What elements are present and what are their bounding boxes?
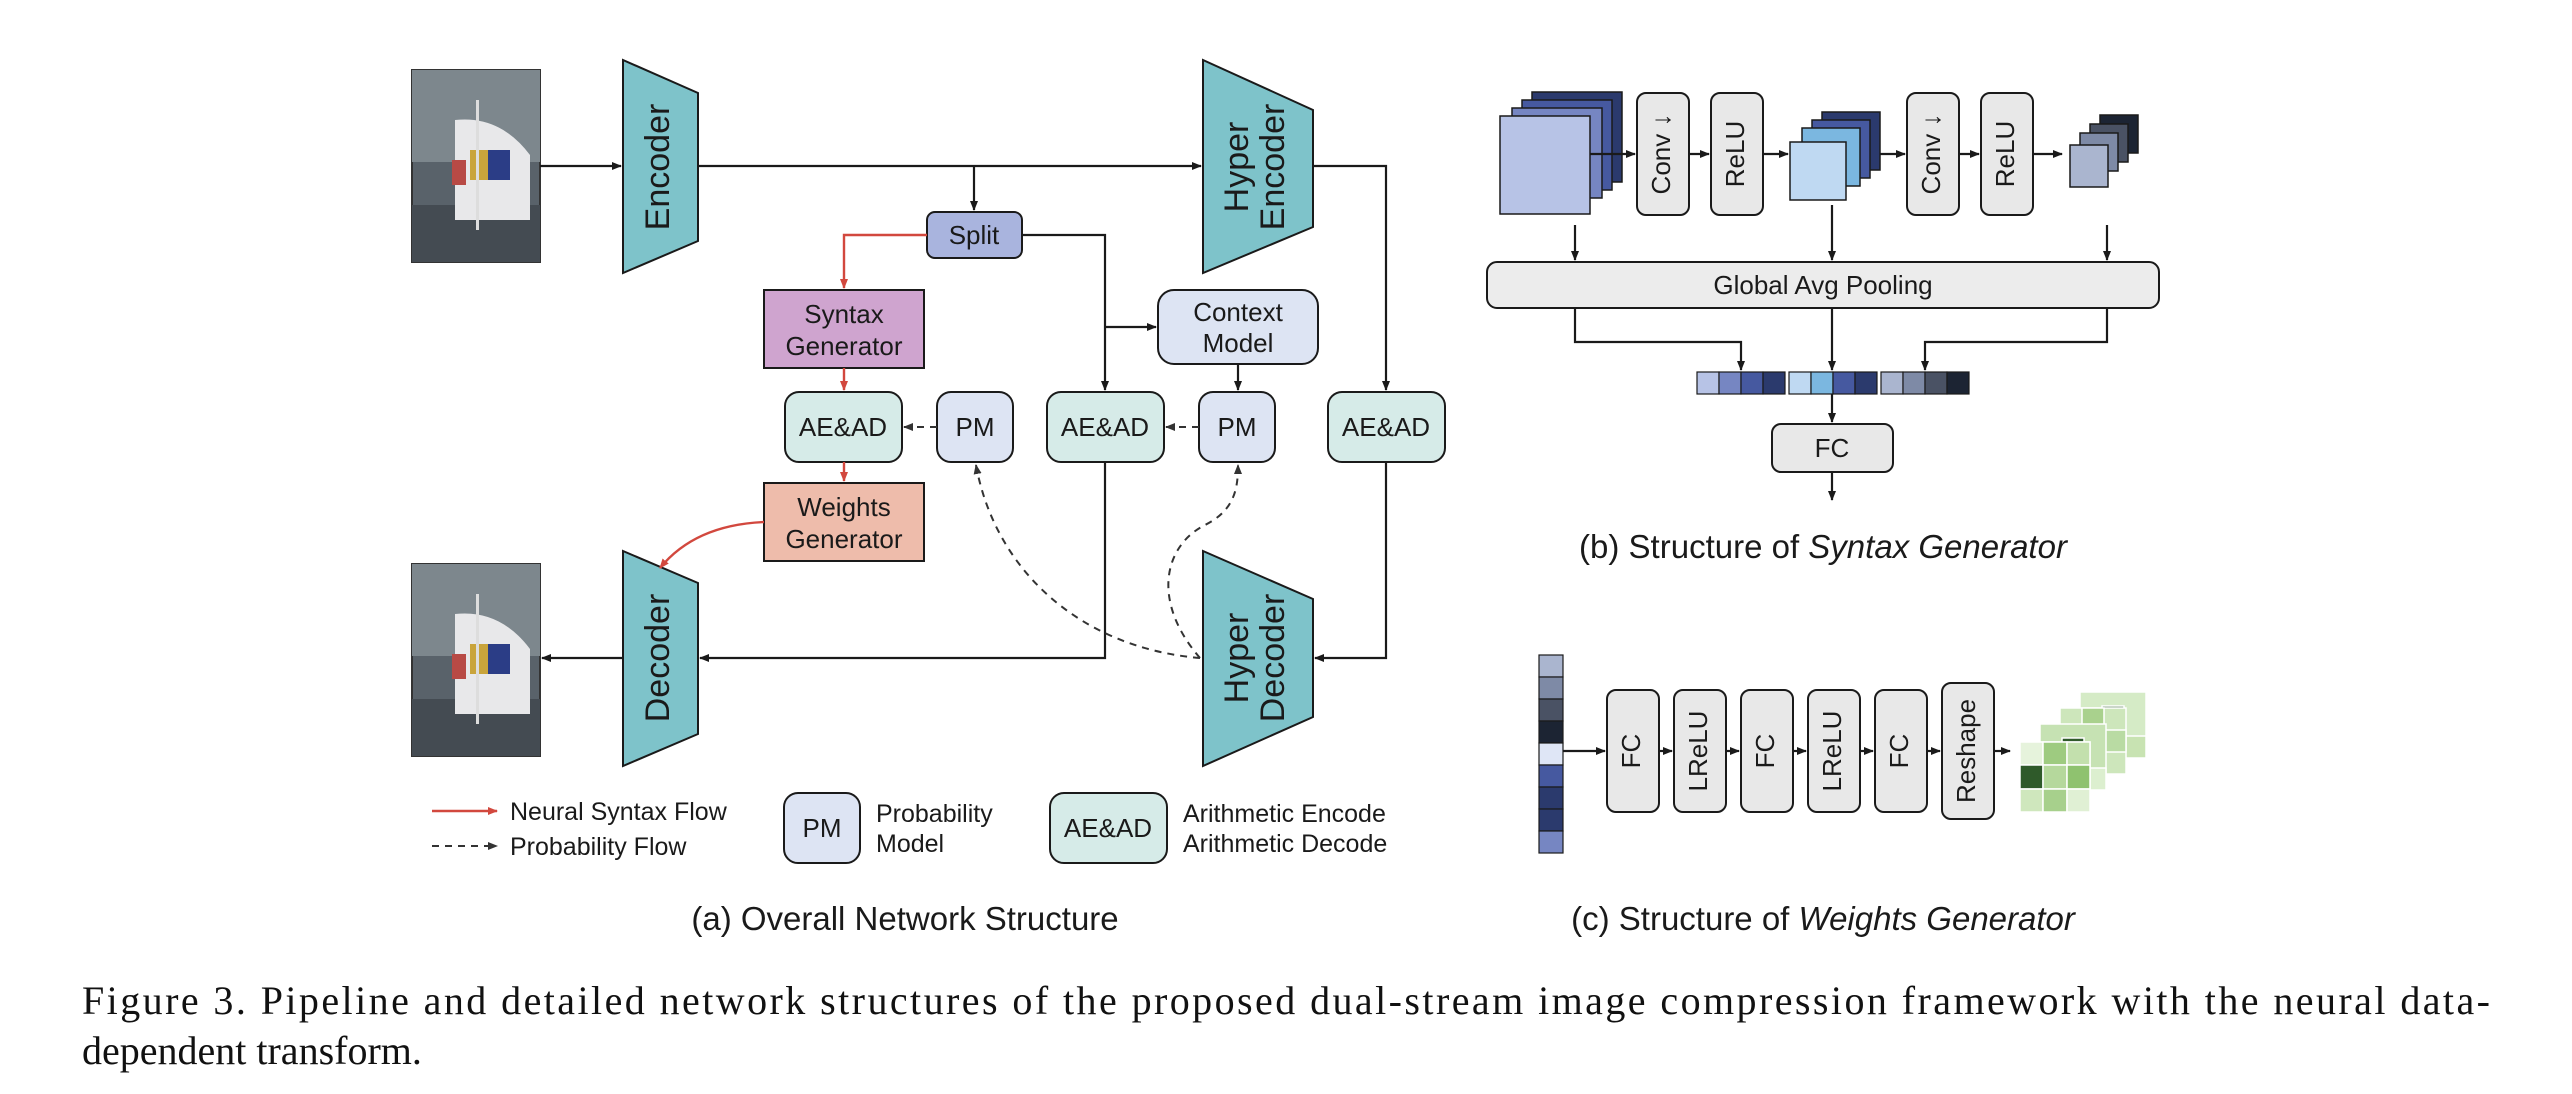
context-model-label-2: Model: [1203, 328, 1274, 358]
probability-flow-arrows: [903, 423, 1242, 659]
panel-b-caption-prefix: (b) Structure of: [1579, 528, 1808, 565]
syntax-generator-label-2: Generator: [785, 331, 902, 361]
panel-c-caption-italic: Weights Generator: [1799, 900, 2077, 937]
panel-c-caption: (c) Structure of Weights Generator: [1571, 900, 2077, 937]
weight-kernels: [2019, 691, 2147, 813]
panel-a: Encoder Decoder Hyper Encoder Hyper Deco…: [411, 58, 1446, 937]
weights-generator-label-2: Generator: [785, 524, 902, 554]
hyper-encoder-block: [1202, 58, 1314, 275]
weights-lrelu2-label: LReLU: [1817, 711, 1847, 792]
aead-label-hyper: AE&AD: [1342, 412, 1430, 442]
syntax-relu1-label: ReLU: [1720, 121, 1750, 187]
panel-b-caption-italic: Syntax Generator: [1808, 528, 2069, 565]
syntax-conv1-label: Conv ↓: [1646, 114, 1676, 195]
weights-generator-label-1: Weights: [797, 492, 890, 522]
syntax-fc-label: FC: [1815, 433, 1850, 463]
aead-label-syntax: AE&AD: [799, 412, 887, 442]
input-image: [411, 69, 541, 263]
legend-pm-desc-1: Probability: [876, 800, 993, 828]
figure-caption-line-2: dependent transform.: [82, 1028, 422, 1073]
solid-flow-arrows: [540, 162, 1390, 662]
panel-c: FC LReLU FC LReLU FC Reshape: [1538, 654, 2147, 937]
weights-reshape-label: Reshape: [1951, 699, 1981, 803]
pm-label-main: PM: [1218, 412, 1257, 442]
input-vector: [1538, 654, 1564, 854]
hyper-decoder-label-2: Decoder: [1254, 594, 1292, 723]
output-image: [411, 563, 541, 757]
decoder-block: [622, 549, 699, 768]
hyper-encoder-label-2: Encoder: [1254, 104, 1292, 231]
panel-b: Conv ↓ ReLU Conv ↓ ReLU Global Avg Pooli…: [1486, 91, 2160, 565]
global-avg-pooling-label: Global Avg Pooling: [1713, 270, 1932, 300]
panel-c-caption-prefix: (c) Structure of: [1571, 900, 1798, 937]
weights-fc3-label: FC: [1884, 734, 1914, 769]
pm-label-syntax: PM: [956, 412, 995, 442]
neural-syntax-flow-arrows: [659, 233, 927, 569]
legend-pm-desc-2: Model: [876, 830, 944, 858]
feature-stack-small: [2069, 114, 2139, 188]
aead-label-main: AE&AD: [1061, 412, 1149, 442]
hyper-decoder-label-1: Hyper: [1218, 613, 1256, 704]
legend-pm-label: PM: [803, 813, 842, 843]
split-label: Split: [949, 220, 1000, 250]
weights-fc1-label: FC: [1616, 734, 1646, 769]
pooled-vector: [1696, 371, 1970, 395]
weights-fc2-label: FC: [1750, 734, 1780, 769]
legend-aead-desc-1: Arithmetic Encode: [1183, 800, 1386, 828]
legend-probability-flow: Probability Flow: [510, 833, 687, 861]
global-avg-pooling-block: [1486, 261, 2160, 309]
panel-a-caption: (a) Overall Network Structure: [691, 900, 1118, 937]
legend-pm-box: [783, 792, 861, 864]
legend-neural-syntax-flow: Neural Syntax Flow: [510, 798, 728, 826]
legend-aead-desc-2: Arithmetic Decode: [1183, 830, 1387, 858]
context-model-label-1: Context: [1193, 297, 1283, 327]
legend-aead-label: AE&AD: [1064, 813, 1152, 843]
legend-aead-box: [1049, 792, 1168, 864]
figure-caption-line-1: Figure 3. Pipeline and detailed network …: [82, 978, 2490, 1023]
weights-lrelu1-label: LReLU: [1683, 711, 1713, 792]
syntax-conv2-label: Conv ↓: [1916, 114, 1946, 195]
syntax-relu2-label: ReLU: [1990, 121, 2020, 187]
hyper-encoder-label-1: Hyper: [1218, 122, 1256, 213]
syntax-generator-label-1: Syntax: [804, 299, 884, 329]
panel-b-caption: (b) Structure of Syntax Generator: [1579, 528, 2069, 565]
encoder-block: [622, 58, 699, 275]
legend: Neural Syntax Flow Probability Flow PM P…: [432, 792, 1387, 864]
decoder-label: Decoder: [639, 594, 677, 723]
feature-stack-large: [1499, 91, 1623, 215]
hyper-decoder-block: [1202, 549, 1314, 768]
feature-stack-medium: [1789, 111, 1881, 201]
syntax-generator-arrows: [1571, 150, 2111, 501]
encoder-label: Encoder: [639, 104, 677, 231]
syntax-generator-block: [763, 289, 925, 369]
